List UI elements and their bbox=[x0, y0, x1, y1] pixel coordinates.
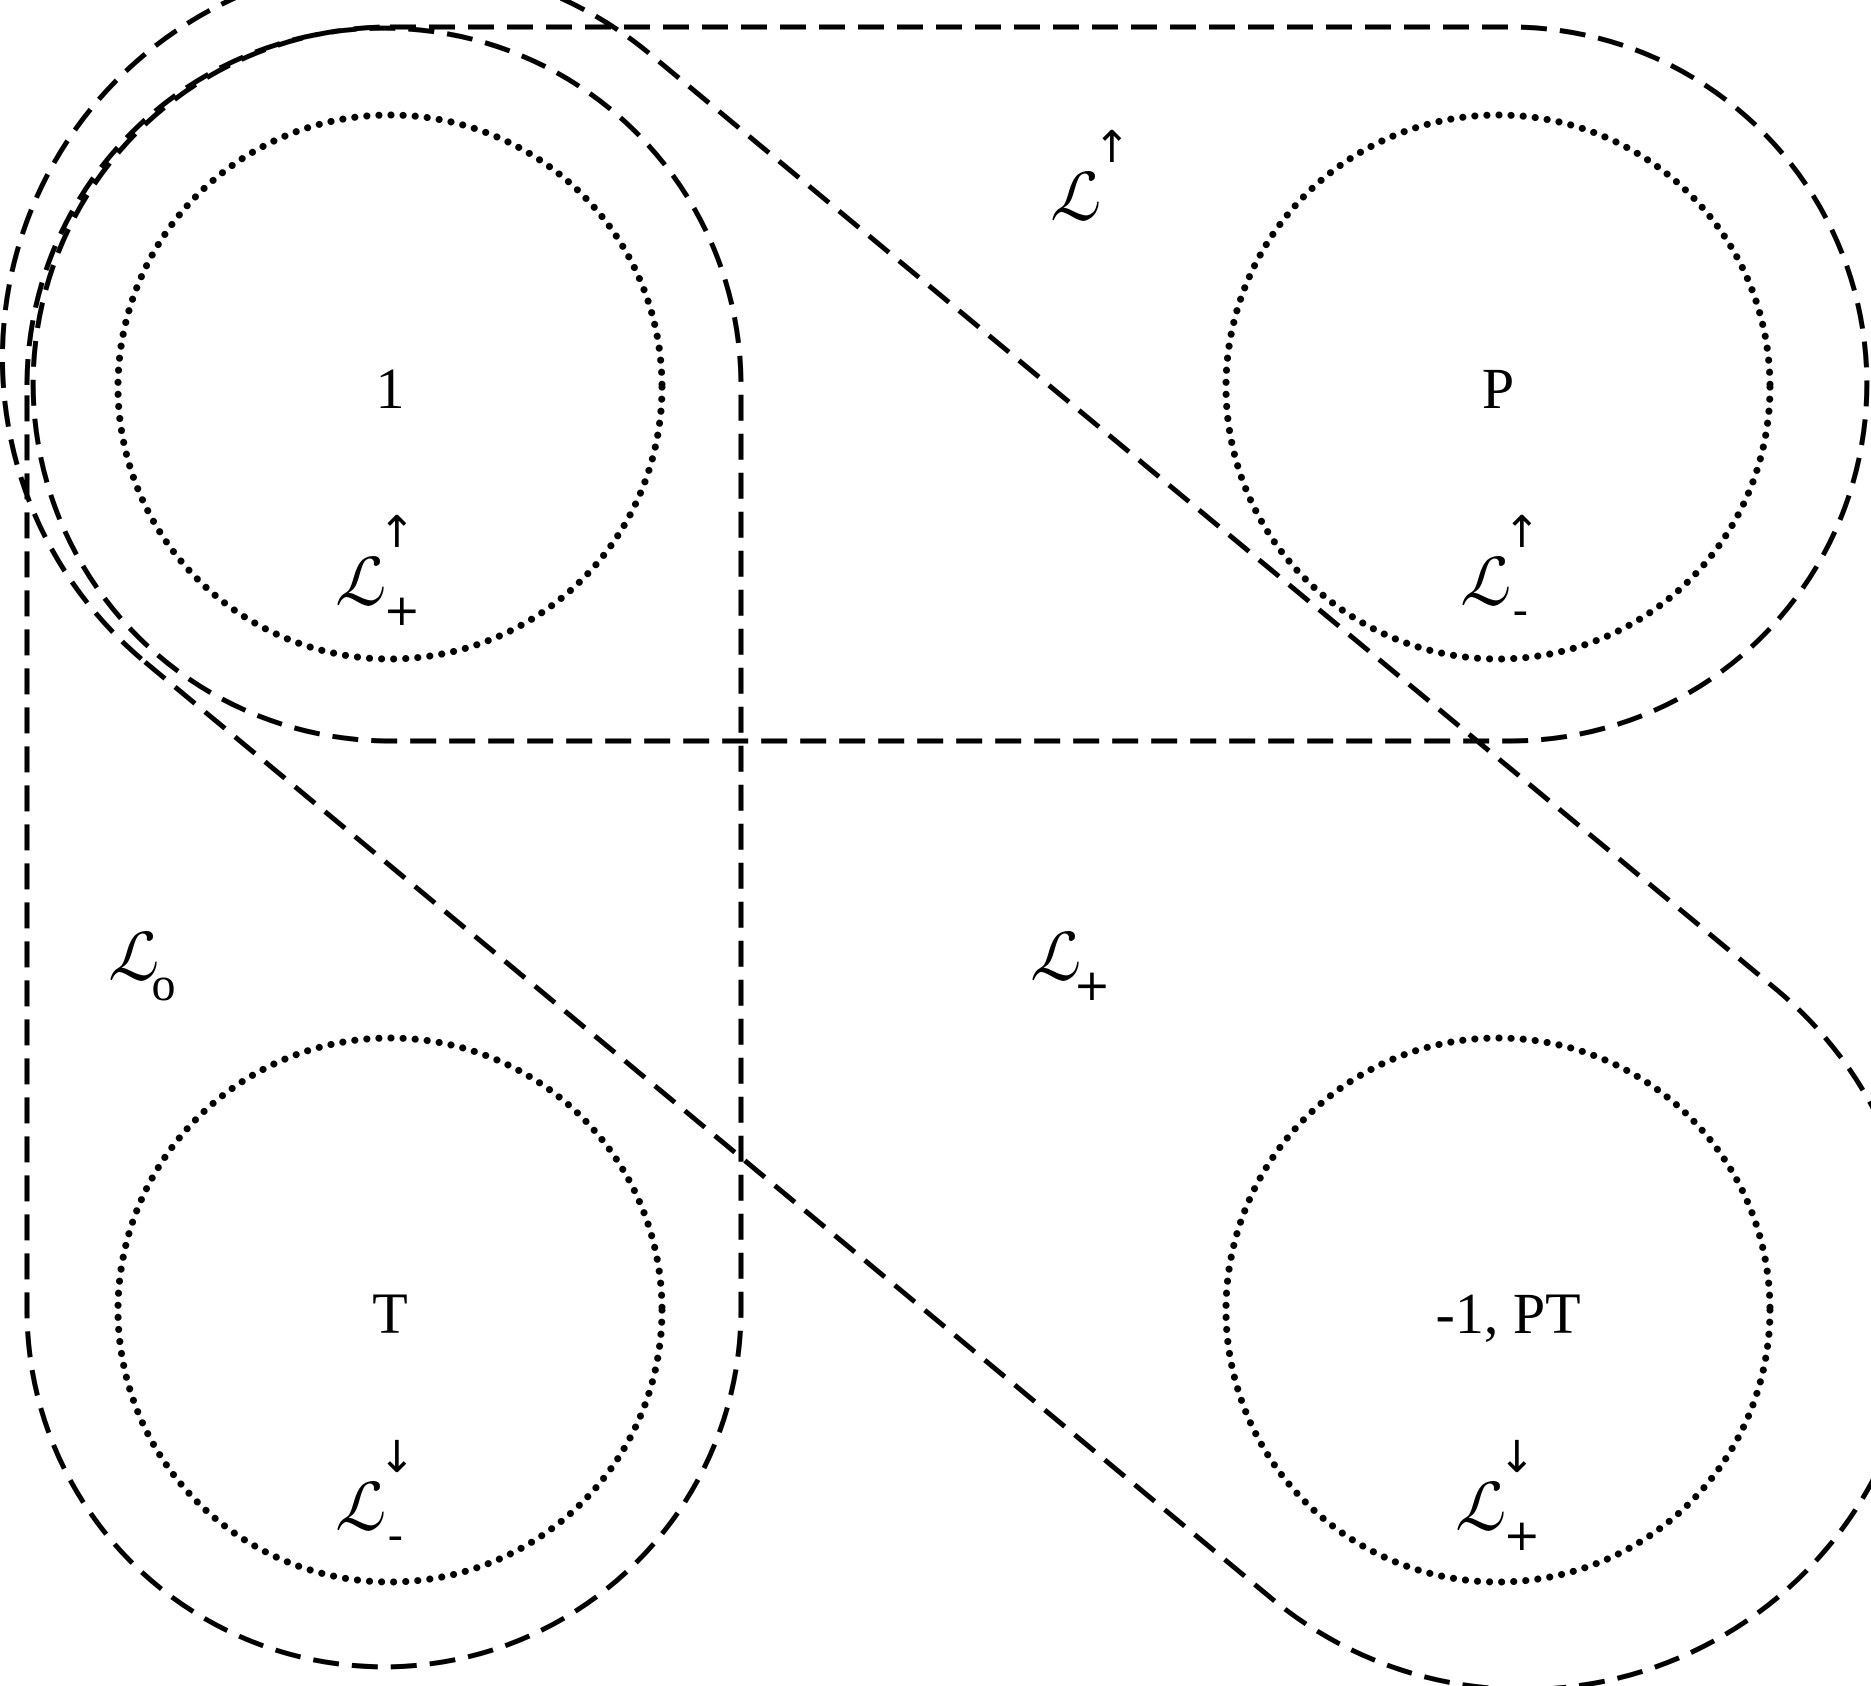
group-base-identity: ℒ bbox=[335, 544, 384, 621]
region-label-orthochronous: ℒ↑ bbox=[1050, 122, 1130, 236]
region-proper-sub: + bbox=[1074, 960, 1111, 1011]
region-orthochronous-base: ℒ bbox=[1050, 159, 1099, 236]
group-label-time-reversal: ℒ↓ - bbox=[335, 1432, 415, 1561]
element-label-time-reversal: T bbox=[372, 1281, 407, 1346]
element-label-parity: P bbox=[1482, 356, 1514, 421]
group-base-pt: ℒ bbox=[1455, 1469, 1504, 1546]
group-sub-pt: + bbox=[1503, 1510, 1540, 1561]
region-label-proper: ℒ+ bbox=[1030, 919, 1110, 1011]
region-label-orthochorous: ℒo bbox=[108, 919, 176, 1011]
group-label-identity: ℒ↑ + bbox=[335, 507, 420, 636]
group-sub-identity: + bbox=[383, 585, 420, 636]
region-proper-base: ℒ bbox=[1030, 919, 1079, 996]
group-sup-identity: ↑ bbox=[379, 507, 416, 558]
region-orthochorous-base: ℒ bbox=[108, 919, 157, 996]
component-circle-pt bbox=[1222, 1034, 1774, 1586]
region-orthochronous-boundary bbox=[30, 24, 1870, 744]
group-sub-time-reversal: - bbox=[387, 1510, 403, 1561]
group-sup-parity: ↑ bbox=[1504, 507, 1541, 558]
group-base-parity: ℒ bbox=[1460, 544, 1509, 621]
component-circle-time-reversal bbox=[114, 1034, 666, 1586]
component-circle-identity bbox=[114, 111, 666, 663]
group-base-time-reversal: ℒ bbox=[335, 1469, 384, 1546]
group-label-pt: ℒ↓ + bbox=[1455, 1432, 1540, 1561]
region-orthochronous-sup: ↑ bbox=[1094, 122, 1131, 173]
region-orthochorous-boundary bbox=[24, 25, 744, 1670]
group-sub-parity: - bbox=[1512, 585, 1528, 636]
element-label-pt: -1, PT bbox=[1436, 1281, 1581, 1346]
group-label-parity: ℒ↑ - bbox=[1460, 507, 1540, 636]
component-circle-parity bbox=[1222, 111, 1774, 663]
region-orthochorous-sub: o bbox=[152, 958, 176, 1011]
element-label-identity: 1 bbox=[376, 356, 405, 421]
group-sup-time-reversal: ↓ bbox=[379, 1432, 416, 1483]
group-sup-pt: ↓ bbox=[1499, 1432, 1536, 1483]
